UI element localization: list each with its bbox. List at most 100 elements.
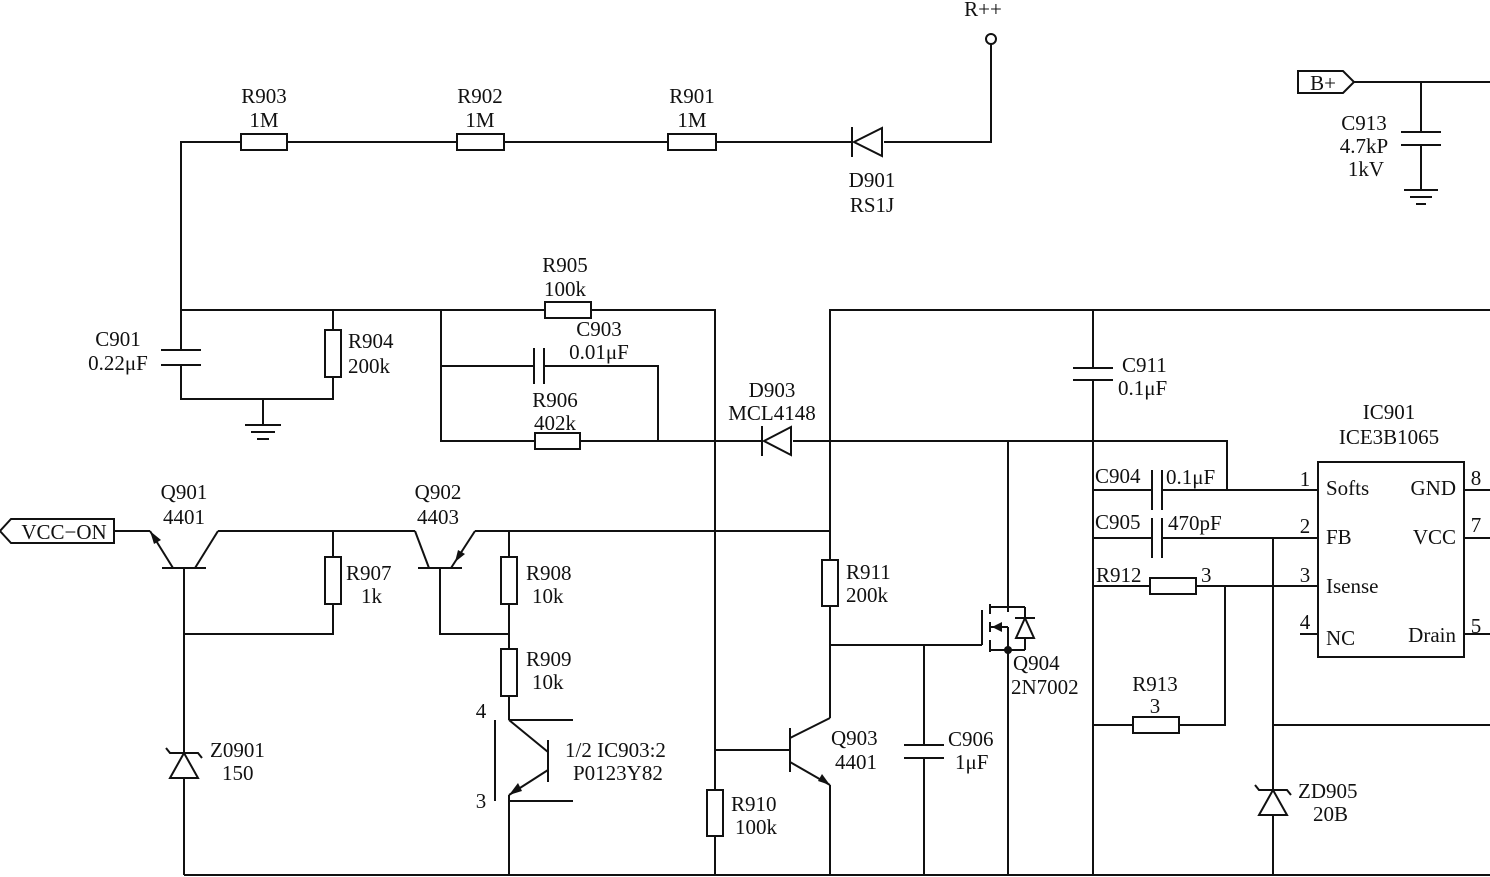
diode-d903: D903 MCL4148 [728, 378, 816, 457]
resistor-r906: R906 402k [532, 388, 581, 450]
resistor-r913: R913 3 [1132, 672, 1180, 734]
q901-ref: Q901 [161, 480, 208, 504]
c903-value: 0.01μF [569, 340, 629, 364]
ic901-pin-name: Drain [1408, 623, 1456, 647]
vcc-on-terminal: VCC−ON [0, 518, 115, 544]
c903-ref: C903 [576, 317, 622, 341]
ic903-pin-top: 4 [476, 699, 487, 723]
c906-value: 1μF [955, 750, 988, 774]
r907-value: 1k [361, 584, 383, 608]
zd905-value: 20B [1313, 802, 1348, 826]
transistor-q903: Q903 4401 [789, 717, 878, 786]
q904-ref: Q904 [1013, 651, 1060, 675]
c904-ref: C904 [1095, 464, 1141, 488]
c904-value: 0.1μF [1166, 465, 1215, 489]
rpp-terminal: R++ [964, 0, 1002, 45]
c913-rating: 1kV [1348, 157, 1384, 181]
r905-value: 100k [544, 277, 587, 301]
r908-value: 10k [532, 584, 564, 608]
c906-ref: C906 [948, 727, 994, 751]
r909-ref: R909 [526, 647, 572, 671]
diode-d901: D901 RS1J [849, 126, 896, 217]
r906-ref: R906 [532, 388, 578, 412]
z0901-ref: Z0901 [210, 738, 265, 762]
q902-value: 4403 [417, 505, 459, 529]
resistor-r909: R909 10k [500, 647, 572, 697]
r912-value: 3 [1201, 563, 1212, 587]
c911-ref: C911 [1122, 353, 1167, 377]
wires [114, 44, 1490, 876]
resistor-r902: R902 1M [456, 84, 505, 151]
c911-value: 0.1μF [1118, 376, 1167, 400]
r910-value: 100k [735, 815, 778, 839]
resistor-r907: R907 1k [324, 556, 392, 608]
ic901-pin-num: 4 [1300, 610, 1311, 634]
r904-ref: R904 [348, 329, 394, 353]
r903-ref: R903 [241, 84, 287, 108]
r902-ref: R902 [457, 84, 503, 108]
zener-zd905: ZD905 20B [1254, 779, 1358, 826]
r908-ref: R908 [526, 561, 572, 585]
ic901-pin-name: FB [1326, 525, 1352, 549]
transistor-q902: Q902 4403 [414, 480, 476, 569]
r910-ref: R910 [731, 792, 777, 816]
ground-symbol [245, 424, 281, 440]
r907-ref: R907 [346, 561, 392, 585]
r912-ref: R912 [1096, 563, 1142, 587]
ic901-pin-num: 8 [1471, 466, 1482, 490]
resistor-r904: R904 200k [324, 329, 394, 378]
ic901-pin-name: Softs [1326, 476, 1369, 500]
ground-symbol [1404, 189, 1438, 205]
r911-ref: R911 [846, 560, 891, 584]
capacitor-c905: C905 470pF [1095, 510, 1222, 558]
ic901: IC901 ICE3B1065 1 Softs 2 FB 3 Isense 4 … [1300, 400, 1482, 658]
d901-ref: D901 [849, 168, 896, 192]
capacitor-c906: C906 1μF [904, 727, 994, 774]
ic901-pin-num: 3 [1300, 563, 1311, 587]
r901-value: 1M [677, 108, 707, 132]
resistor-r901: R901 1M [667, 84, 717, 151]
bplus-terminal: B+ [1297, 70, 1356, 95]
mosfet-q904: Q904 2N7002 [981, 604, 1079, 699]
d903-ref: D903 [749, 378, 796, 402]
q904-value: 2N7002 [1011, 675, 1079, 699]
ic901-pin-num: 2 [1300, 514, 1311, 538]
r905-ref: R905 [542, 253, 588, 277]
c905-ref: C905 [1095, 510, 1141, 534]
ic901-ref: IC901 [1363, 400, 1416, 424]
resistor-r912: R912 3 [1096, 563, 1212, 595]
ic901-pin-num: 7 [1471, 513, 1482, 537]
zener-z0901: Z0901 150 [165, 738, 265, 785]
resistor-r910: R910 100k [706, 789, 778, 839]
c901-value: 0.22μF [88, 351, 148, 375]
r906-value: 402k [534, 411, 577, 435]
r909-value: 10k [532, 670, 564, 694]
q901-value: 4401 [163, 505, 205, 529]
bplus-label: B+ [1310, 71, 1336, 95]
vcc-on-label: VCC−ON [21, 520, 106, 544]
r901-ref: R901 [669, 84, 715, 108]
ic901-pin-name: GND [1411, 476, 1457, 500]
r902-value: 1M [465, 108, 495, 132]
resistor-r911: R911 200k [821, 559, 891, 607]
capacitor-c911: C911 0.1μF [1073, 353, 1167, 400]
ic903-ref: 1/2 IC903:2 [565, 738, 666, 762]
z0901-value: 150 [222, 761, 254, 785]
r904-value: 200k [348, 354, 391, 378]
ic903-value: P0123Y82 [573, 761, 663, 785]
capacitor-c901: C901 0.22μF [88, 327, 201, 375]
d901-value: RS1J [850, 193, 894, 217]
r913-ref: R913 [1132, 672, 1178, 696]
capacitor-c903: C903 0.01μF [533, 317, 629, 384]
zd905-ref: ZD905 [1298, 779, 1358, 803]
ic901-pin-name: Isense [1326, 574, 1378, 598]
ic903-pin-bottom: 3 [476, 789, 487, 813]
transistor-q901: Q901 4401 [149, 480, 219, 569]
ic901-pin-name: NC [1326, 626, 1355, 650]
capacitor-c913: C913 4.7kP 1kV [1340, 111, 1441, 181]
r913-value: 3 [1150, 694, 1161, 718]
ic901-part: ICE3B1065 [1339, 425, 1439, 449]
c905-value: 470pF [1168, 511, 1222, 535]
optocoupler-ic903: 4 3 1/2 IC903:2 P0123Y82 [476, 699, 666, 813]
